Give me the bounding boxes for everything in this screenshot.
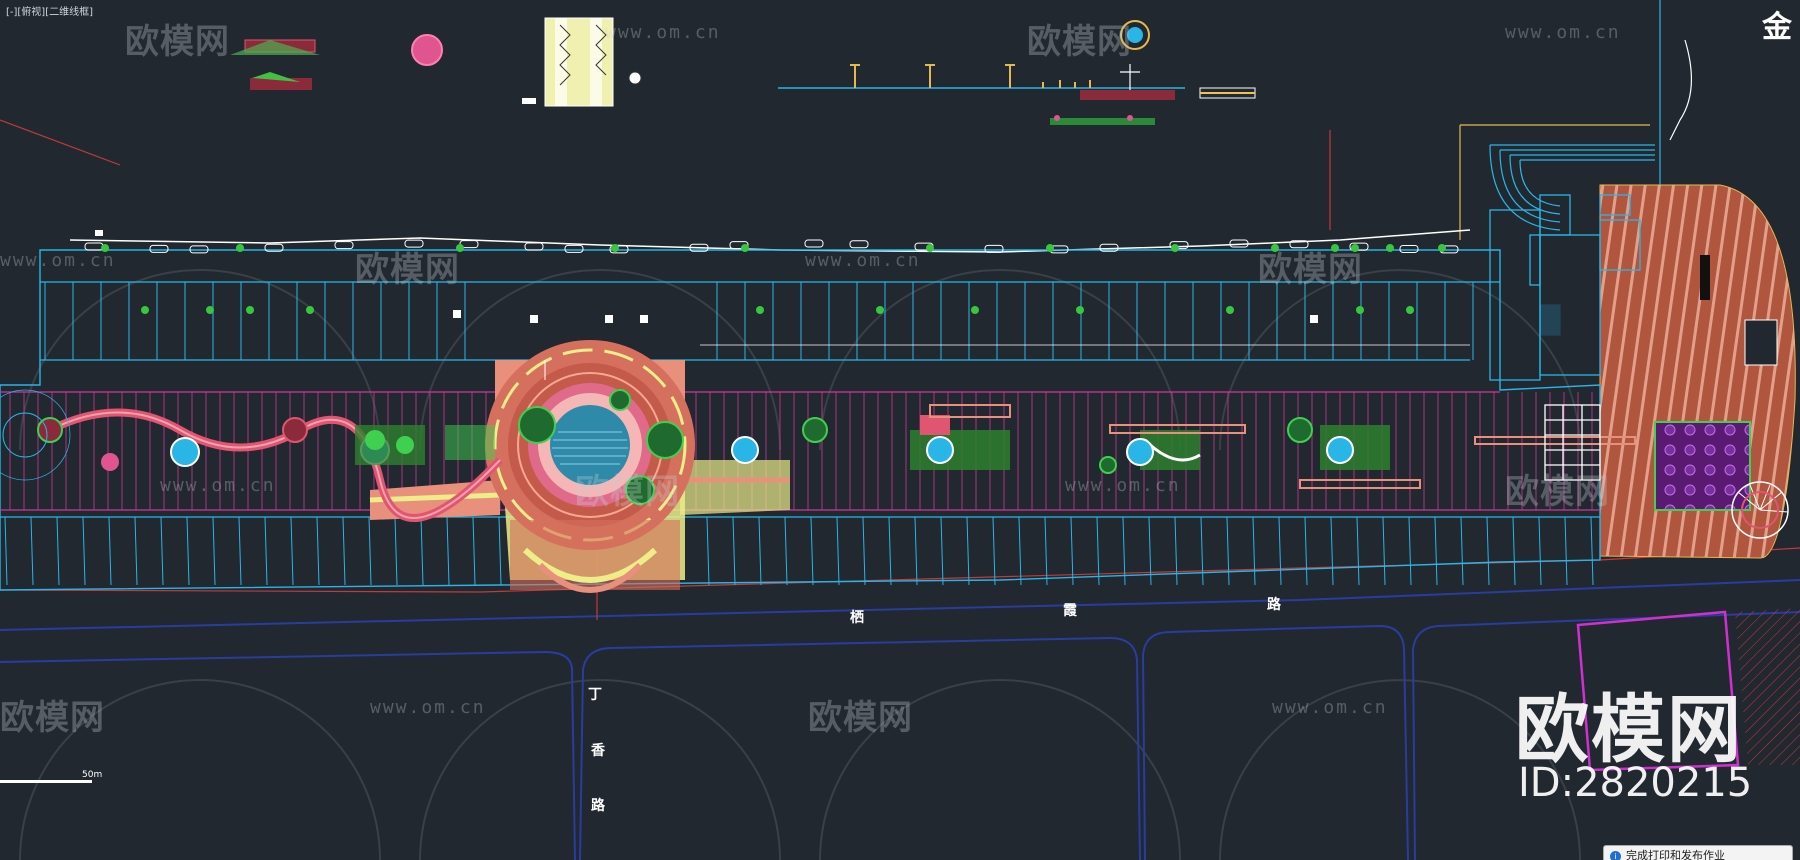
right-pillar xyxy=(1700,255,1710,300)
watermark-url: www.om.cn xyxy=(1505,22,1621,43)
watermark-model-id: ID:2820215 xyxy=(1518,760,1753,806)
watermark-url: www.om.cn xyxy=(0,250,116,271)
road-label-qixia-3: 路 xyxy=(1267,597,1281,613)
road-label-dingxiang-1: 丁 xyxy=(588,687,602,703)
watermark-url: www.om.cn xyxy=(1065,475,1181,496)
road-label-qixia-2: 霞 xyxy=(1063,603,1077,619)
grid-horizontals xyxy=(0,281,1600,518)
watermark-brand-large: 欧模网 xyxy=(1515,687,1743,773)
east-building xyxy=(1489,194,1641,481)
section-markers xyxy=(95,230,1318,323)
central-plaza xyxy=(369,340,790,593)
scale-bar-label: 50m xyxy=(82,770,103,780)
magenta-garden xyxy=(1654,421,1751,511)
road-lines xyxy=(0,579,1800,860)
watermark-url: www.om.cn xyxy=(1272,697,1388,718)
watermark-brand: 欧模网 xyxy=(1505,472,1610,512)
property-lines xyxy=(0,119,1800,620)
main-block-outline xyxy=(0,249,1601,591)
watermark-url: www.om.cn xyxy=(160,475,276,496)
watermark-brand: 欧模网 xyxy=(0,698,105,738)
print-status-text: 完成打印和发布作业 xyxy=(1626,849,1725,860)
trees-north xyxy=(101,244,1446,314)
watermark-brand: 欧模网 xyxy=(125,22,230,62)
watermark-brand: 欧模网 xyxy=(575,472,680,512)
watermark-url: www.om.cn xyxy=(370,697,486,718)
road-label-qixia-1: 栖 xyxy=(850,610,864,626)
shop-grid-south xyxy=(4,516,1594,586)
southeast-lot xyxy=(1576,608,1800,772)
watermark-brand: 欧模网 xyxy=(355,250,460,290)
upper-right-structure xyxy=(1459,0,1692,240)
road-label-dingxiang-3: 路 xyxy=(591,798,605,814)
road-label-dingxiang-2: 香 xyxy=(591,743,605,759)
watermark-brand: 欧模网 xyxy=(1027,22,1132,62)
watermark-brand: 欧模网 xyxy=(808,698,913,738)
watermark-url: www.om.cn xyxy=(805,250,921,271)
info-icon: i xyxy=(1610,850,1621,860)
viewport-controls-label[interactable]: [-][俯视][二维线框] xyxy=(6,7,94,18)
watermark-arcs xyxy=(19,269,1581,860)
watermark-brand: 欧模网 xyxy=(1258,250,1363,290)
corner-rose-window xyxy=(1731,481,1789,539)
corner-map-label: 金 xyxy=(1762,10,1792,45)
garden-groups xyxy=(731,404,1636,489)
watermark-url: www.om.cn xyxy=(605,22,721,43)
print-status-notification[interactable]: i 完成打印和发布作业 xyxy=(1603,845,1793,860)
right-tower xyxy=(1744,319,1778,366)
scale-bar xyxy=(0,780,92,783)
parked-cars xyxy=(84,239,1459,254)
detail-thumbnails xyxy=(230,17,1256,125)
shop-grid-north xyxy=(44,282,1474,360)
west-walkway xyxy=(0,389,503,522)
